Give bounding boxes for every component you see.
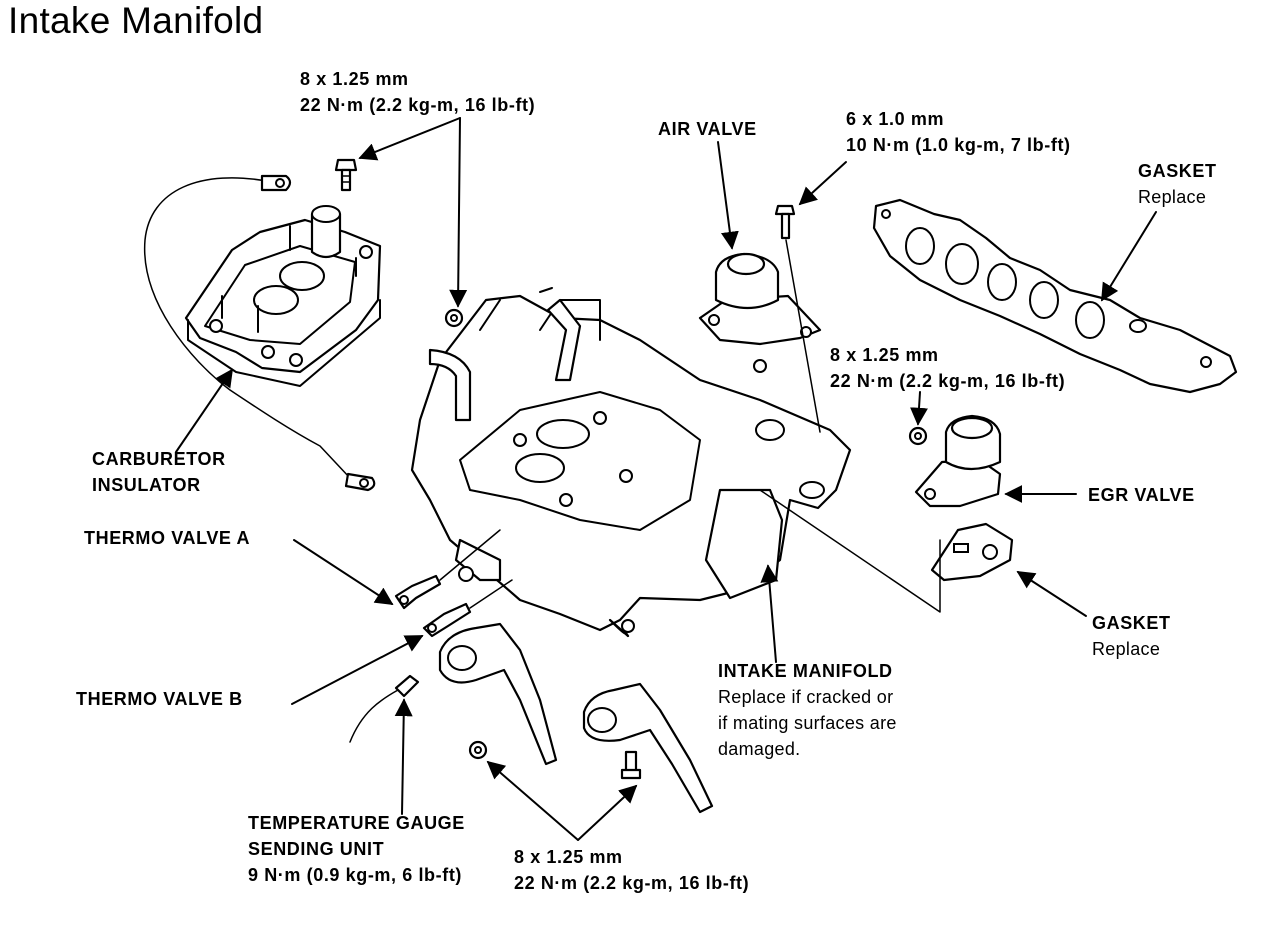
air-valve-bolt-torque: 10 N·m (1.0 kg-m, 7 lb-ft) bbox=[846, 135, 1071, 155]
top-nut-icon bbox=[444, 308, 464, 328]
thermo-valve-a bbox=[394, 574, 442, 610]
temperature-gauge-label: TEMPERATURE GAUGE SENDING UNIT 9 N·m (0.… bbox=[248, 810, 465, 888]
gasket-top-name: GASKET bbox=[1138, 161, 1217, 181]
air-valve bbox=[698, 252, 822, 373]
gasket-bottom-label: GASKET Replace bbox=[1092, 610, 1171, 662]
bottom-bolt-size: 8 x 1.25 mm bbox=[514, 847, 623, 867]
top-bolt-torque: 22 N·m (2.2 kg-m, 16 lb-ft) bbox=[300, 95, 536, 115]
egr-valve bbox=[914, 414, 1002, 508]
bottom-bolt-right-icon bbox=[620, 750, 642, 780]
carburetor-insulator-line1: CARBURETOR bbox=[92, 449, 226, 469]
thermo-valve-b-label: THERMO VALVE B bbox=[76, 689, 243, 709]
intake-manifold-name: INTAKE MANIFOLD bbox=[718, 661, 893, 681]
air-valve-label: AIR VALVE bbox=[658, 119, 757, 139]
carburetor-insulator bbox=[184, 205, 382, 387]
cable bbox=[143, 177, 351, 479]
top-bolt-label: 8 x 1.25 mm 22 N·m (2.2 kg-m, 16 lb-ft) bbox=[300, 66, 535, 118]
air-valve-bolt-size: 6 x 1.0 mm bbox=[846, 109, 945, 129]
carburetor-insulator-label: CARBURETOR INSULATOR bbox=[92, 446, 226, 498]
page-title: Intake Manifold bbox=[8, 0, 264, 41]
gasket-bottom-name: GASKET bbox=[1092, 613, 1171, 633]
leader-lines bbox=[175, 117, 1157, 841]
air-valve-bolt-label: 6 x 1.0 mm 10 N·m (1.0 kg-m, 7 lb-ft) bbox=[846, 106, 1071, 158]
gasket-bottom-note: Replace bbox=[1092, 639, 1161, 659]
temperature-sending-unit bbox=[349, 674, 420, 743]
bottom-bolt-torque: 22 N·m (2.2 kg-m, 16 lb-ft) bbox=[514, 873, 750, 893]
gasket-bottom bbox=[930, 522, 1014, 582]
egr-nut-size: 8 x 1.25 mm bbox=[830, 345, 939, 365]
intake-manifold-note2: if mating surfaces are bbox=[718, 713, 897, 733]
gasket-top-note: Replace bbox=[1138, 187, 1207, 207]
intake-manifold-note3: damaged. bbox=[718, 739, 801, 759]
thermo-guide-b bbox=[469, 579, 513, 609]
gasket-top bbox=[872, 198, 1238, 394]
egr-nut-torque: 22 N·m (2.2 kg-m, 16 lb-ft) bbox=[830, 371, 1066, 391]
egr-valve-label: EGR VALVE bbox=[1088, 485, 1195, 505]
temperature-gauge-line2: SENDING UNIT bbox=[248, 839, 385, 859]
egr-nut-label: 8 x 1.25 mm 22 N·m (2.2 kg-m, 16 lb-ft) bbox=[830, 342, 1065, 394]
air-valve-bolt-guide bbox=[785, 239, 821, 433]
top-bolt-size: 8 x 1.25 mm bbox=[300, 69, 409, 89]
gasket-top-label: GASKET Replace bbox=[1138, 158, 1217, 210]
bracket-right bbox=[582, 682, 714, 814]
thermo-guide-a bbox=[439, 529, 501, 581]
carburetor-insulator-line2: INSULATOR bbox=[92, 475, 201, 495]
egr-guide-lines bbox=[759, 489, 941, 613]
temperature-gauge-torque: 9 N·m (0.9 kg-m, 6 lb-ft) bbox=[248, 865, 463, 885]
top-bolt-icon bbox=[334, 158, 358, 192]
bracket-left bbox=[438, 622, 558, 766]
temperature-gauge-line1: TEMPERATURE GAUGE bbox=[248, 813, 465, 833]
egr-nut-icon bbox=[908, 426, 928, 446]
air-valve-bolt-icon bbox=[774, 204, 796, 240]
intake-manifold-label: INTAKE MANIFOLD Replace if cracked or if… bbox=[718, 658, 897, 762]
thermo-valve-a-label: THERMO VALVE A bbox=[84, 528, 251, 548]
bottom-bolt-left-icon bbox=[468, 740, 488, 760]
thermo-valve-b bbox=[422, 602, 472, 638]
intake-manifold-note1: Replace if cracked or bbox=[718, 687, 894, 707]
bottom-bolt-label: 8 x 1.25 mm 22 N·m (2.2 kg-m, 16 lb-ft) bbox=[514, 844, 749, 896]
